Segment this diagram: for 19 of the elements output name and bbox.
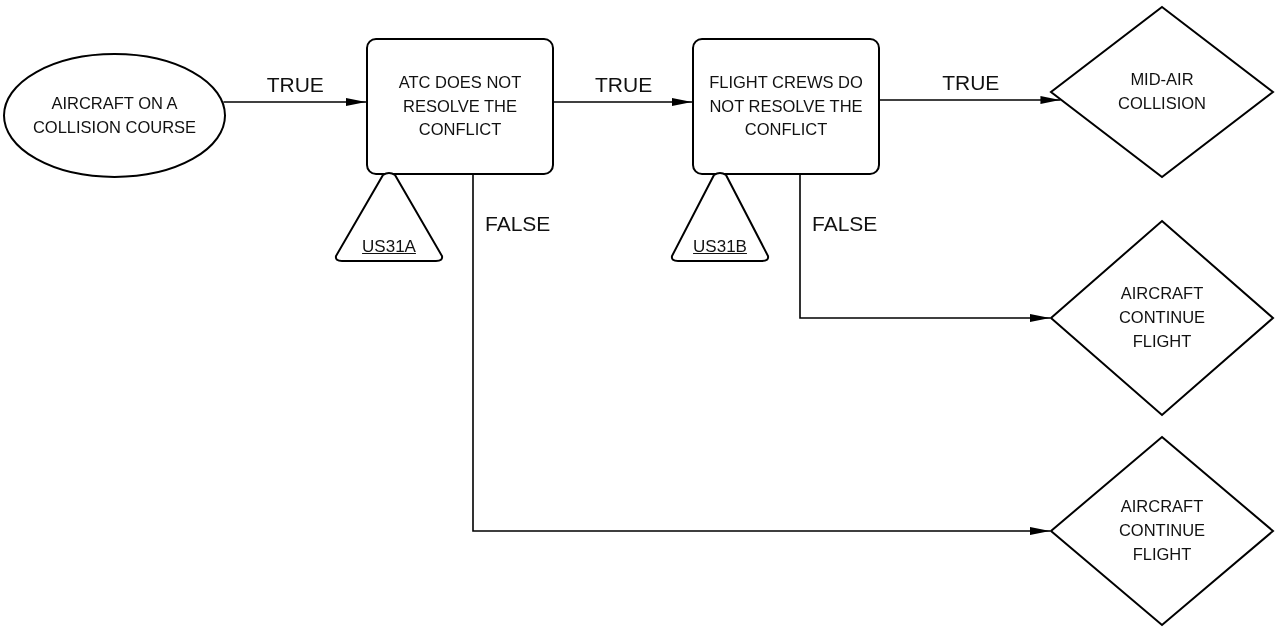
reference-triangle <box>670 174 770 262</box>
arrow <box>472 174 1051 535</box>
node-label: FLIGHT CREWS DO NOT RESOLVE THE CONFLICT <box>708 71 864 141</box>
node-label: AIRCRAFT CONTINUE FLIGHT <box>1117 496 1207 565</box>
arrow <box>879 96 1062 104</box>
outcome-diamond <box>1050 6 1274 178</box>
node-label: AIRCRAFT ON A COLLISION COURSE <box>31 92 198 138</box>
node-label: US31B <box>693 236 747 259</box>
reference-triangle <box>334 174 444 262</box>
node-label: AIRCRAFT CONTINUE FLIGHT <box>1117 283 1207 352</box>
arrow <box>799 174 1051 322</box>
arrow <box>553 98 693 106</box>
arrow <box>222 98 367 106</box>
node-label: MID-AIR COLLISION <box>1117 69 1207 114</box>
node-label: US31A <box>362 236 416 259</box>
outcome-diamond <box>1050 436 1274 626</box>
start-ellipse <box>3 53 226 178</box>
outcome-diamond <box>1050 220 1274 416</box>
node-label: ATC DOES NOT RESOLVE THE CONFLICT <box>397 71 523 141</box>
